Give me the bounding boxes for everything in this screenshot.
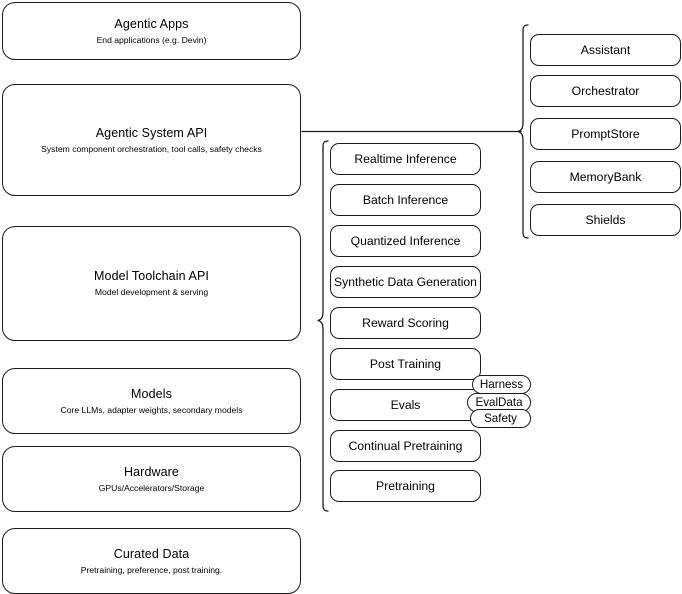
toolchain-components-brace [317,140,329,512]
toolchain-item-continual-pretraining[interactable]: Continual Pretraining [330,430,481,462]
system-component-label: Shields [585,212,626,227]
system-component-shields[interactable]: Shields [530,204,681,236]
system-component-memorybank[interactable]: MemoryBank [530,161,681,193]
system-component-assistant[interactable]: Assistant [530,34,681,66]
toolchain-item-reward-scoring[interactable]: Reward Scoring [330,307,481,339]
system-component-orchestrator[interactable]: Orchestrator [530,75,681,107]
stack-layer-subtitle: Core LLMs, adapter weights, secondary mo… [60,404,243,415]
stack-layer-subtitle: Model development & serving [94,287,209,297]
stack-layer-title: Curated Data [113,546,190,561]
stack-layer-models[interactable]: Models Core LLMs, adapter weights, secon… [2,368,301,434]
evals-badge-harness[interactable]: Harness [472,375,531,394]
stack-layer-title: Agentic Apps [114,16,189,31]
stack-layer-curated-data[interactable]: Curated Data Pretraining, preference, po… [2,528,301,594]
stack-layer-agentic-system-api[interactable]: Agentic System API System component orch… [2,84,301,196]
toolchain-item-label: Pretraining [376,478,435,493]
toolchain-item-label: Reward Scoring [362,315,449,330]
system-components-brace [517,24,529,239]
toolchain-item-batch-inference[interactable]: Batch Inference [330,184,481,216]
stack-layer-subtitle: System component orchestration, tool cal… [41,143,262,154]
toolchain-item-label: Synthetic Data Generation [334,274,477,289]
evals-badge-label: Harness [479,377,524,391]
system-component-label: Orchestrator [571,83,640,98]
system-component-label: Assistant [580,42,631,57]
stack-layer-title: Hardware [124,464,179,479]
toolchain-item-evals[interactable]: Evals [330,389,481,421]
stack-layer-subtitle: Pretraining, preference, post training. [80,564,223,575]
stack-layer-title: Agentic System API [95,125,208,140]
evals-badge-safety[interactable]: Safety [470,409,531,428]
stack-layer-subtitle: End applications (e.g. Devin) [96,34,207,45]
stack-layer-agentic-apps[interactable]: Agentic Apps End applications (e.g. Devi… [2,2,301,60]
system-component-promptstore[interactable]: PromptStore [530,118,681,150]
toolchain-item-label: Realtime Inference [354,151,457,166]
system-component-label: PromptStore [571,126,640,141]
toolchain-item-label: Batch Inference [362,192,449,207]
stack-layer-title: Models [131,386,172,401]
toolchain-item-pretraining[interactable]: Pretraining [330,470,481,502]
stack-layer-model-toolchain-api[interactable]: Model Toolchain API Model development & … [2,226,301,341]
stack-layer-title: Model Toolchain API [94,269,209,283]
toolchain-item-synthetic-data-generation[interactable]: Synthetic Data Generation [330,266,481,298]
toolchain-item-label: Continual Pretraining [348,438,463,453]
stack-layer-hardware[interactable]: Hardware GPUs/Accelerators/Storage [2,446,301,512]
evals-badge-label: Safety [484,411,517,425]
toolchain-item-post-training[interactable]: Post Training [330,348,481,380]
stack-layer-subtitle: GPUs/Accelerators/Storage [98,482,205,493]
toolchain-item-quantized-inference[interactable]: Quantized Inference [330,225,481,257]
toolchain-item-label: Quantized Inference [350,233,461,248]
toolchain-item-label: Post Training [369,356,442,371]
system-component-label: MemoryBank [569,169,642,184]
evals-badge-label: EvalData [475,395,523,409]
toolchain-item-label: Evals [390,397,421,412]
toolchain-item-realtime-inference[interactable]: Realtime Inference [330,143,481,175]
